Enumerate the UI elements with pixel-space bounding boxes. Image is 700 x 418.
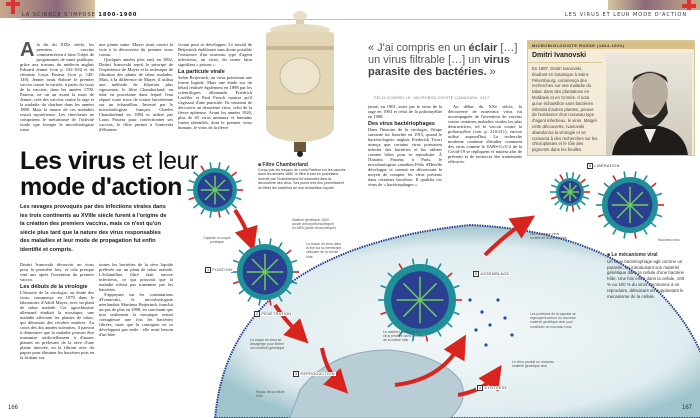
arrow-step-6: [483, 215, 536, 257]
body-column-5: toutes les bactéries de la sève liquide …: [99, 262, 173, 337]
arrow-step-3: [320, 347, 349, 394]
capsid-protein: [468, 298, 472, 302]
header-image-right: [608, 0, 700, 10]
virus-particle: [550, 172, 590, 212]
header-image-left: [0, 0, 95, 18]
capsid-protein: [474, 328, 478, 332]
ivanovski-portrait: [606, 53, 692, 155]
running-header-left: LA SCIENCE S'IMPOSE 1800-1900: [22, 12, 138, 18]
capsid-protein: [496, 298, 500, 302]
label-new-genetic-material: Le virus produit un nouveau matériel gén…: [512, 360, 554, 369]
red-cross-decoration-v: [687, 0, 691, 10]
arrow-step-2: [273, 303, 309, 344]
label-envelope: La coque du virus dans la fixe sur la me…: [306, 242, 342, 259]
label-genetic-material: Matériel génétique, ADN (acide désoxyrib…: [292, 218, 337, 231]
label-dna-entry: Le matériel génétique du virus pénètre d…: [383, 330, 425, 343]
label-capsid-proteins: Les protéines de la capside se regroupen…: [530, 312, 576, 329]
arrow-step-4: [394, 334, 466, 387]
header-rule-right: [350, 19, 680, 20]
body-column-4: Dmitri Ivanovski découvrit un virus pour…: [20, 262, 94, 360]
virus-particle: [378, 258, 462, 342]
label-new-virus: Nouveau virus: [658, 238, 680, 242]
page-number-left: 166: [8, 405, 19, 411]
sidebar-text: En 1887, Dmitri Ivanovski, étudiant en b…: [532, 66, 598, 153]
virus-particle: [187, 162, 243, 218]
running-header-right: LES VIRUS ET LEUR MODE D'ACTION: [565, 12, 688, 18]
label-capsid: Capside ou coque protéique: [203, 236, 231, 245]
drop-cap: A: [20, 39, 35, 61]
host-nucleus: [289, 349, 464, 418]
capsid-protein: [503, 316, 507, 320]
pull-quote: « J'ai compris en un éclair […] un virus…: [368, 42, 518, 78]
virus-particle: [596, 171, 664, 239]
page-number-right: 167: [682, 405, 693, 411]
capsid-protein: [510, 333, 514, 337]
quote-source: FÉLIX D'HÉRELLE, MICROBIOLOGISTE CANADIE…: [374, 96, 490, 100]
arrow-step-1: [233, 208, 258, 252]
capsid-protein: [484, 343, 488, 347]
sidebar-name: Dmitri Ivanovski: [528, 49, 602, 63]
body-column-3: vivant pour se développer. Le travail de…: [178, 42, 252, 130]
article-intro: Les ravages provoqués par des infections…: [20, 204, 167, 253]
body-column-6: jaune, en 1901, suivi par le virus de la…: [368, 104, 442, 187]
header-rule-left: [20, 19, 350, 20]
capsid-protein: [480, 310, 484, 314]
capsid-protein: [488, 323, 492, 327]
body-column-2: une plante saine. Mayer avait ouvert la …: [99, 42, 173, 132]
virus-particle: [231, 238, 299, 306]
chamberland-filter-image: [265, 11, 335, 157]
label-nucleus: Noyau de la cellule hôte: [256, 390, 285, 399]
red-cross-decoration-v: [11, 0, 15, 14]
body-column-7: Au début du XXe siècle, la découverte de…: [448, 104, 522, 164]
biography-sidebar: MICROBIOLOGISTE RUSSE (1864-1920) Dmitri…: [527, 40, 695, 156]
label-new-viruses-exit: Les nouveaux virus sortent de la cellule…: [530, 232, 567, 241]
sidebar-kicker: MICROBIOLOGISTE RUSSE (1864-1920): [528, 41, 694, 49]
label-uncoating: La coque du virus se désagrège pour libé…: [250, 338, 285, 351]
